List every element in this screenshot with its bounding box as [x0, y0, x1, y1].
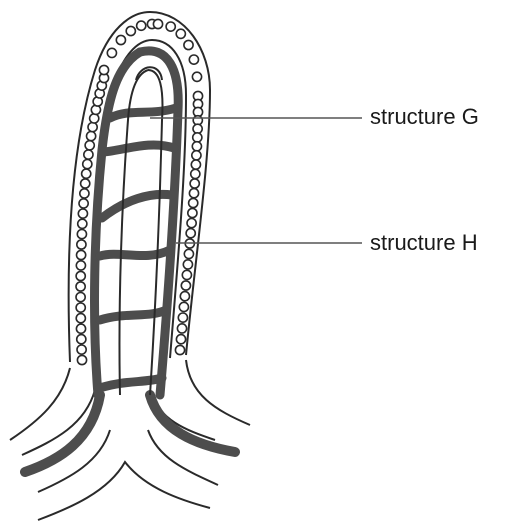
label-structure-g: structure G: [370, 106, 479, 128]
epithelial-cell: [76, 324, 85, 333]
epithelial-cell: [116, 35, 125, 44]
epithelial-cell: [77, 345, 86, 354]
epithelial-cell: [189, 198, 198, 207]
capillary-cross-2: [104, 145, 174, 152]
epithelial-cell: [182, 270, 191, 279]
epithelial-cell: [126, 26, 135, 35]
epithelial-cell: [82, 169, 91, 178]
epithelial-cell: [191, 169, 200, 178]
epithelial-cell: [76, 303, 85, 312]
epithelial-cell: [76, 314, 85, 323]
epithelial-cell: [179, 302, 188, 311]
capillary-network: [95, 51, 179, 395]
epithelial-cell: [87, 132, 96, 141]
epithelial-cell: [76, 271, 85, 280]
epithelial-cell: [84, 150, 93, 159]
epithelial-cell: [178, 313, 187, 322]
epithelial-cell: [78, 209, 87, 218]
epithelial-cell: [183, 260, 192, 269]
epithelial-cell: [79, 199, 88, 208]
villus-outline: [69, 12, 210, 362]
capillary-cross-5: [100, 310, 166, 320]
epithelial-cell: [107, 48, 116, 57]
epithelial-cell: [99, 65, 108, 74]
epithelial-cell: [192, 142, 201, 151]
epithelial-cell: [153, 19, 162, 28]
epithelial-cell: [80, 189, 89, 198]
epithelial-cell: [175, 345, 184, 354]
epithelial-cell: [176, 335, 185, 344]
epithelial-cell: [192, 151, 201, 160]
capillary-cross-6: [100, 378, 162, 388]
epithelial-cell: [184, 249, 193, 258]
epithelial-cell: [76, 261, 85, 270]
epithelial-cell: [76, 293, 85, 302]
epithelial-cell: [77, 250, 86, 259]
epithelial-cell: [78, 219, 87, 228]
epithelial-cell: [77, 355, 86, 364]
lacteal-left-wall: [119, 70, 148, 395]
base-thick-band: [25, 395, 235, 472]
epithelial-cell: [77, 240, 86, 249]
epithelial-cell: [189, 189, 198, 198]
epithelial-cell: [81, 179, 90, 188]
epithelial-cell: [76, 282, 85, 291]
epithelial-cell: [190, 179, 199, 188]
epithelial-cell: [77, 230, 86, 239]
epithelial-cell: [176, 29, 185, 38]
epithelial-cell: [77, 335, 86, 344]
epithelial-cell: [88, 123, 97, 132]
epithelial-cell: [180, 292, 189, 301]
epithelial-cell: [166, 22, 175, 31]
epithelial-cell: [192, 72, 201, 81]
epithelial-cell: [186, 229, 195, 238]
base-layer-chevron: [38, 462, 210, 520]
epithelial-cell: [187, 219, 196, 228]
epithelial-cell: [181, 281, 190, 290]
capillary-cross-3: [102, 194, 172, 218]
epithelial-cell: [189, 55, 198, 64]
epithelial-cell: [191, 160, 200, 169]
epithelial-cell: [177, 324, 186, 333]
label-structure-h: structure H: [370, 232, 478, 254]
epithelial-cell: [193, 133, 202, 142]
base-layer-right-outer: [186, 360, 250, 425]
epithelial-cell: [83, 160, 92, 169]
capillary-cross-4: [100, 250, 170, 256]
base-layer-left-outer: [10, 368, 70, 440]
epithelial-cell: [188, 208, 197, 217]
epithelial-cell: [184, 40, 193, 49]
capillary-cross-1: [110, 108, 176, 118]
epithelial-cell: [85, 141, 94, 150]
epithelial-cell: [90, 114, 99, 123]
epithelial-cell: [137, 21, 146, 30]
